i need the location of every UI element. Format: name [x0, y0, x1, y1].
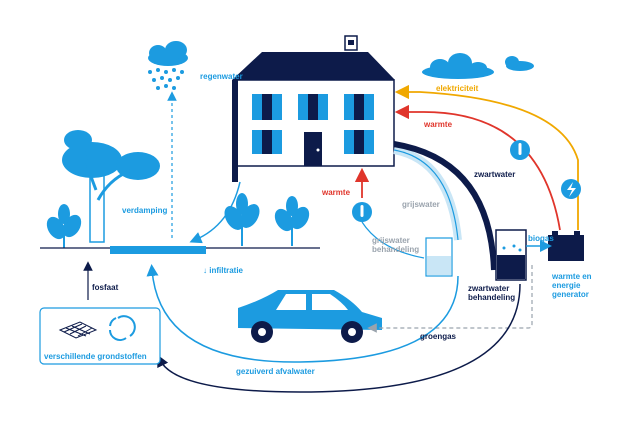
greywater-treatment-label-2: behandeling [372, 245, 420, 254]
recycle-icon [109, 315, 136, 341]
blackwater-pipe [393, 141, 497, 271]
electricity-arrow [394, 84, 579, 230]
purified-water-label: gezuiverd afvalwater [236, 367, 315, 376]
rainwater-label: regenwater [200, 72, 243, 81]
rain-drops-icon [148, 68, 184, 90]
cloud-right-icon [422, 53, 534, 79]
blackwater-treatment-label-1: zwartwater [468, 284, 510, 293]
green-gas-arrow [367, 265, 533, 333]
cloud-left-icon [148, 41, 188, 66]
raw-materials-box [39, 307, 161, 365]
water-pond [110, 246, 206, 254]
blackwater-treatment-label-2: behandeling [468, 293, 516, 302]
biogas-label: biogas [528, 234, 554, 243]
heat-arrow-top [394, 104, 561, 231]
infiltration-label: ↓ infiltratie [203, 266, 244, 275]
generator-label-3: generator [552, 290, 589, 299]
plant-right-icon [224, 193, 310, 246]
greywater-heat-link [361, 221, 425, 259]
generator-icon [548, 231, 584, 261]
mesh-icon [58, 321, 98, 339]
greywater-treatment-tank [425, 237, 453, 277]
generator-label-1: warmte en [552, 272, 592, 281]
blackwater-treatment-tank [495, 229, 527, 281]
plant-left-icon [46, 204, 82, 248]
rainwater-drain-arrow [189, 181, 241, 244]
raw-materials-label: verschillende grondstoffen [44, 352, 147, 361]
greywater-treatment-label-1: grijswater [372, 236, 410, 245]
evaporation-label: verdamping [122, 206, 168, 215]
car-illustration [238, 290, 382, 343]
purified-water-arrow [146, 264, 459, 363]
blackwater-label: zwartwater [474, 170, 516, 179]
electricity-label: elektriciteit [436, 84, 479, 93]
green-gas-label: groengas [420, 332, 457, 341]
house-illustration [232, 35, 395, 182]
generator-label-2: energie [552, 281, 581, 290]
phosphate-label: fosfaat [92, 283, 119, 292]
tree-illustration [62, 130, 160, 243]
heat-left-label: warmte [322, 188, 351, 197]
greywater-label: grijswater [402, 200, 440, 209]
heat-top-label: warmte [424, 120, 453, 129]
raw-materials-arrow [157, 283, 521, 393]
